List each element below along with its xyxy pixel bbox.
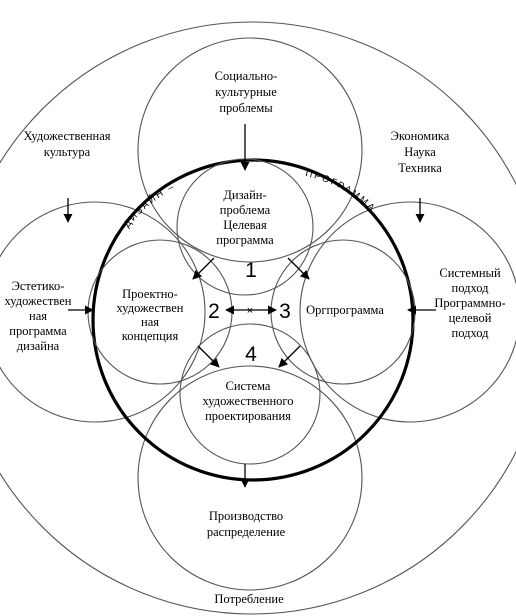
label-design-problem-line: проблема <box>220 203 271 217</box>
petal-top <box>137 37 363 263</box>
arrow-concept-to-design-system <box>197 345 220 368</box>
label-aesthetic-program-line: дизайна <box>17 339 60 353</box>
petal-left <box>0 201 206 423</box>
label-aesthetic-program-line: ная <box>29 309 47 323</box>
main-ring <box>91 158 415 482</box>
label-design-system-line: проектирования <box>205 409 291 423</box>
label-economy-science-tech-line: Техника <box>398 161 442 175</box>
arrow-orgprogram-to-design-system <box>278 345 301 368</box>
section-number-1: 1 <box>245 259 257 282</box>
label-economy-science-tech-line: Наука <box>404 145 436 159</box>
label-aesthetic-program-line: программа <box>9 324 67 338</box>
petal-bottom <box>137 365 363 591</box>
inner-circle-bottom <box>179 323 321 465</box>
label-social-cultural-problems: Социально-культурные проблемы <box>215 69 278 115</box>
label-design-problem-line: Целевая <box>223 218 267 232</box>
label-system-approach-line: Системный <box>439 266 501 280</box>
label-social-cultural-problems-line: Социально- <box>215 69 278 83</box>
label-system-approach-line: Программно- <box>434 296 505 310</box>
label-social-cultural-problems-line: проблемы <box>219 101 273 115</box>
arc-label-program: ПРОГРАММА <box>304 168 378 215</box>
label-design-concept-line: художествен <box>117 301 184 315</box>
label-design-problem-line: программа <box>216 233 274 247</box>
label-consumption: Потребление <box>214 592 284 606</box>
label-design-system-line: художественного <box>203 394 294 408</box>
label-design-problem-line: Дизайн- <box>223 188 266 202</box>
center-cross: × <box>247 305 253 317</box>
section-number-2: 2 <box>208 300 220 323</box>
label-aesthetic-program-line: художествен <box>5 294 72 308</box>
label-design-concept-line: концепция <box>122 329 179 343</box>
label-aesthetic-program-line: Эстетико- <box>12 279 65 293</box>
label-system-approach-line: подход <box>452 326 490 340</box>
arrow-problem-to-orgprogram <box>287 257 310 280</box>
label-economy-science-tech-line: Экономика <box>391 129 450 143</box>
section-number-4: 4 <box>245 343 257 366</box>
label-artistic-culture-line: Художественная <box>23 129 110 143</box>
label-design-concept-line: ная <box>141 315 159 329</box>
label-artistic-culture-line: культура <box>44 145 91 159</box>
label-production-distribution: Производство распределение <box>207 509 286 539</box>
label-design-system-line: Система <box>226 379 271 393</box>
outer-circle <box>0 21 516 615</box>
label-system-approach-line: подход <box>452 281 490 295</box>
label-production-distribution-line: распределение <box>207 525 286 539</box>
section-number-3: 3 <box>279 300 291 323</box>
arc-label-design: ДИЗАЙН – <box>122 181 178 230</box>
label-system-approach-line: целевой <box>449 311 492 325</box>
label-consumption-line: Потребление <box>214 592 284 606</box>
label-orgprogram: Оргпрограмма <box>306 303 384 317</box>
label-social-cultural-problems-line: культурные <box>215 85 277 99</box>
petal-right <box>299 201 516 423</box>
label-design-concept-line: Проектно- <box>122 287 178 301</box>
arrow-problem-to-concept <box>192 257 215 280</box>
label-orgprogram-line: Оргпрограмма <box>306 303 384 317</box>
label-artistic-culture: Художественная культура <box>23 129 110 159</box>
label-production-distribution-line: Производство <box>209 509 283 523</box>
